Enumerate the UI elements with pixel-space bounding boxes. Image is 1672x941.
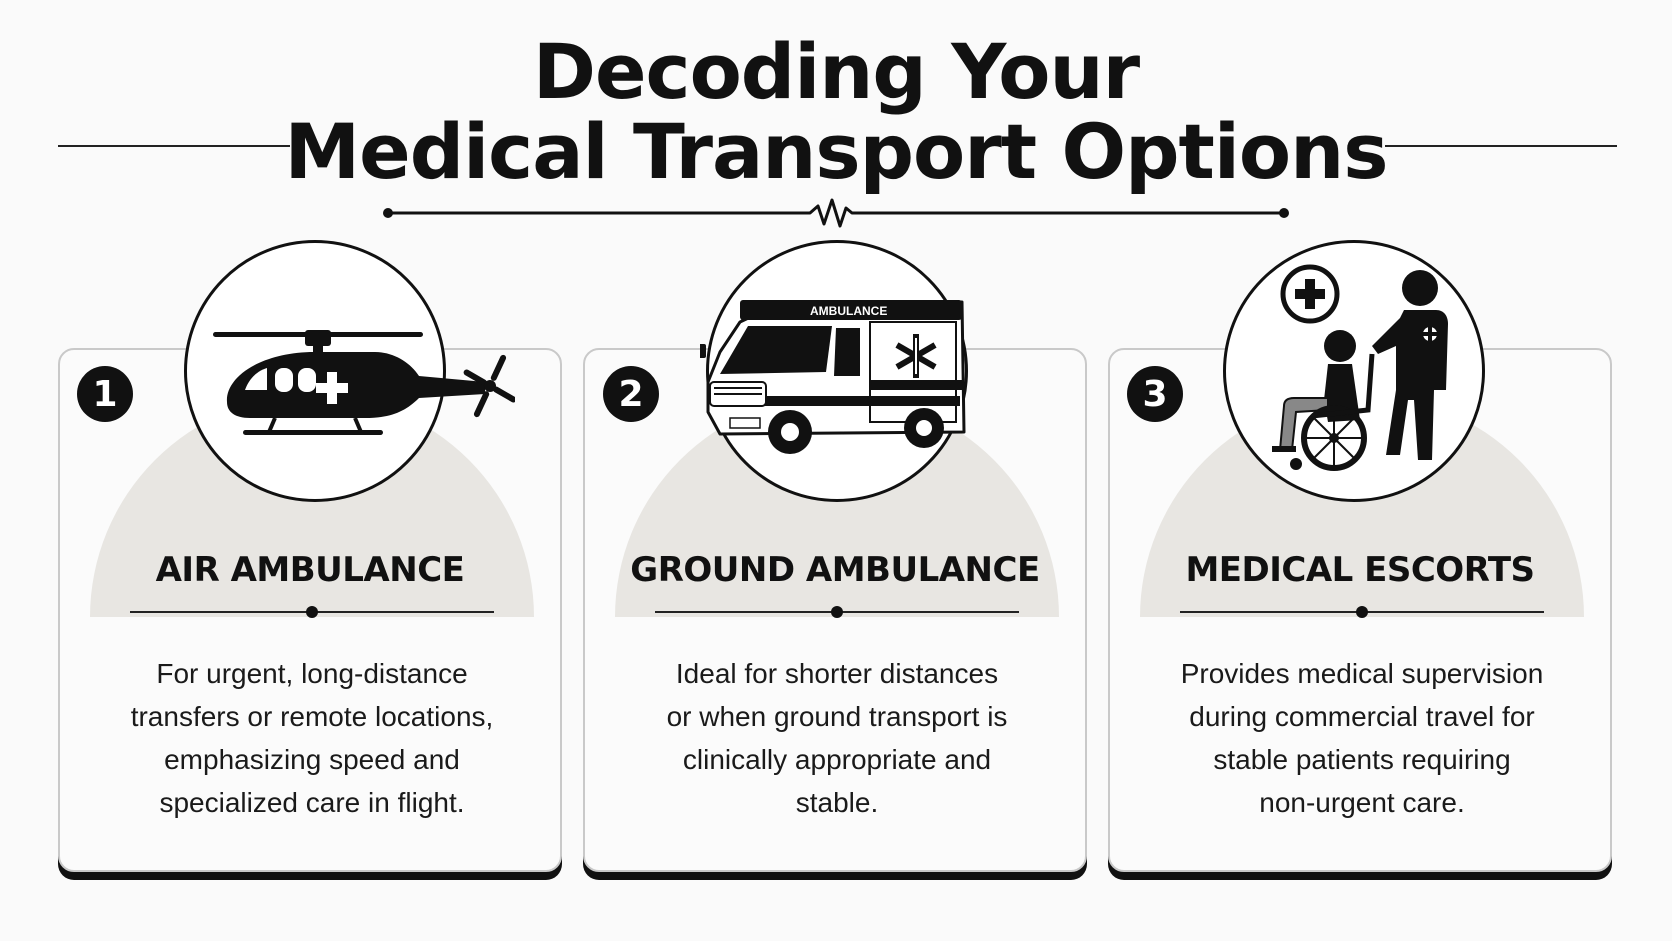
title-rule-right (1385, 145, 1617, 147)
card-separator (130, 606, 494, 618)
card-description: Provides medical supervision during comm… (1180, 658, 1544, 818)
step-badge-2: 2 (603, 366, 659, 422)
card-title: GROUND AMBULANCE (630, 550, 1040, 590)
card-title: AIR AMBULANCE (155, 550, 465, 590)
helicopter-icon (213, 330, 515, 435)
card-medical-escorts: MEDICAL ESCORTS Provides medical supervi… (1108, 348, 1612, 872)
card-separator (655, 606, 1019, 618)
step-badge-1: 1 (77, 366, 133, 422)
svg-text:AMBULANCE: AMBULANCE (810, 304, 887, 318)
page-title-line-1: Decoding Your (532, 27, 1140, 116)
ambulance-icon: AMBULANCE (700, 300, 966, 454)
page-title-line-2: Medical Transport Options (284, 107, 1389, 196)
title-rule-left (58, 145, 290, 147)
card-separator (1180, 606, 1544, 618)
heartbeat-divider (383, 198, 1289, 228)
card-description: For urgent, long-distance transfers or r… (130, 658, 494, 818)
wheelchair-escort-icon (1272, 264, 1448, 471)
medical-cross-icon (1280, 264, 1340, 324)
step-badge-3: 3 (1127, 366, 1183, 422)
card-title: MEDICAL ESCORTS (1185, 550, 1535, 590)
card-description: Ideal for shorter distances or when grou… (666, 658, 1008, 818)
